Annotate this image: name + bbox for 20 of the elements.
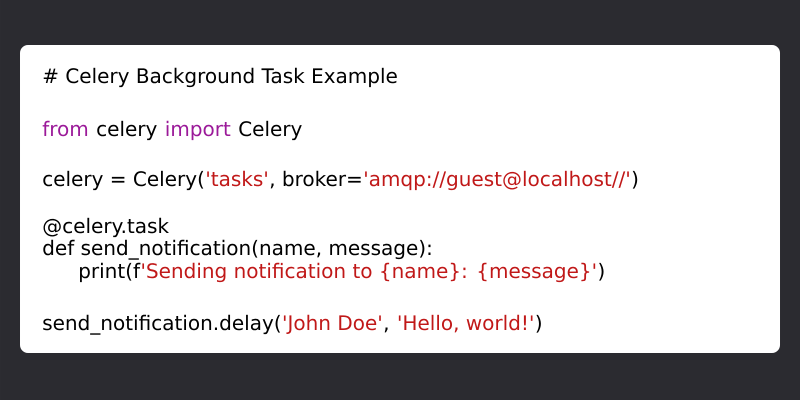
code-text: def send_notification(name, message): bbox=[43, 240, 430, 260]
code-text: celery bbox=[97, 120, 157, 140]
code-string: 'Sending notification to {name}: {message}' bbox=[142, 262, 596, 282]
code-string: 'John Doe' bbox=[284, 314, 381, 334]
code-keyword: import bbox=[166, 120, 230, 140]
code-string: 'tasks' bbox=[207, 170, 267, 186]
code-keyword: from bbox=[42, 120, 88, 136]
code-text: print(f bbox=[80, 262, 140, 282]
code-text: celery = Celery( bbox=[43, 170, 204, 190]
code-text: , broker= bbox=[270, 170, 361, 188]
code-decorator: @celery.task bbox=[44, 218, 169, 238]
code-string: 'amqp://guest@localhost//' bbox=[365, 170, 629, 190]
code-text: ) bbox=[599, 262, 604, 281]
code-text: Celery bbox=[239, 120, 302, 140]
code-text: ) bbox=[632, 170, 638, 189]
code-text: send_notification.delay( bbox=[43, 314, 280, 335]
code-comment: # Celery Background Task Example bbox=[44, 68, 397, 88]
code-text: , bbox=[384, 328, 388, 332]
code-text: ) bbox=[536, 314, 541, 333]
code-string: 'Hello, world!' bbox=[398, 314, 532, 332]
